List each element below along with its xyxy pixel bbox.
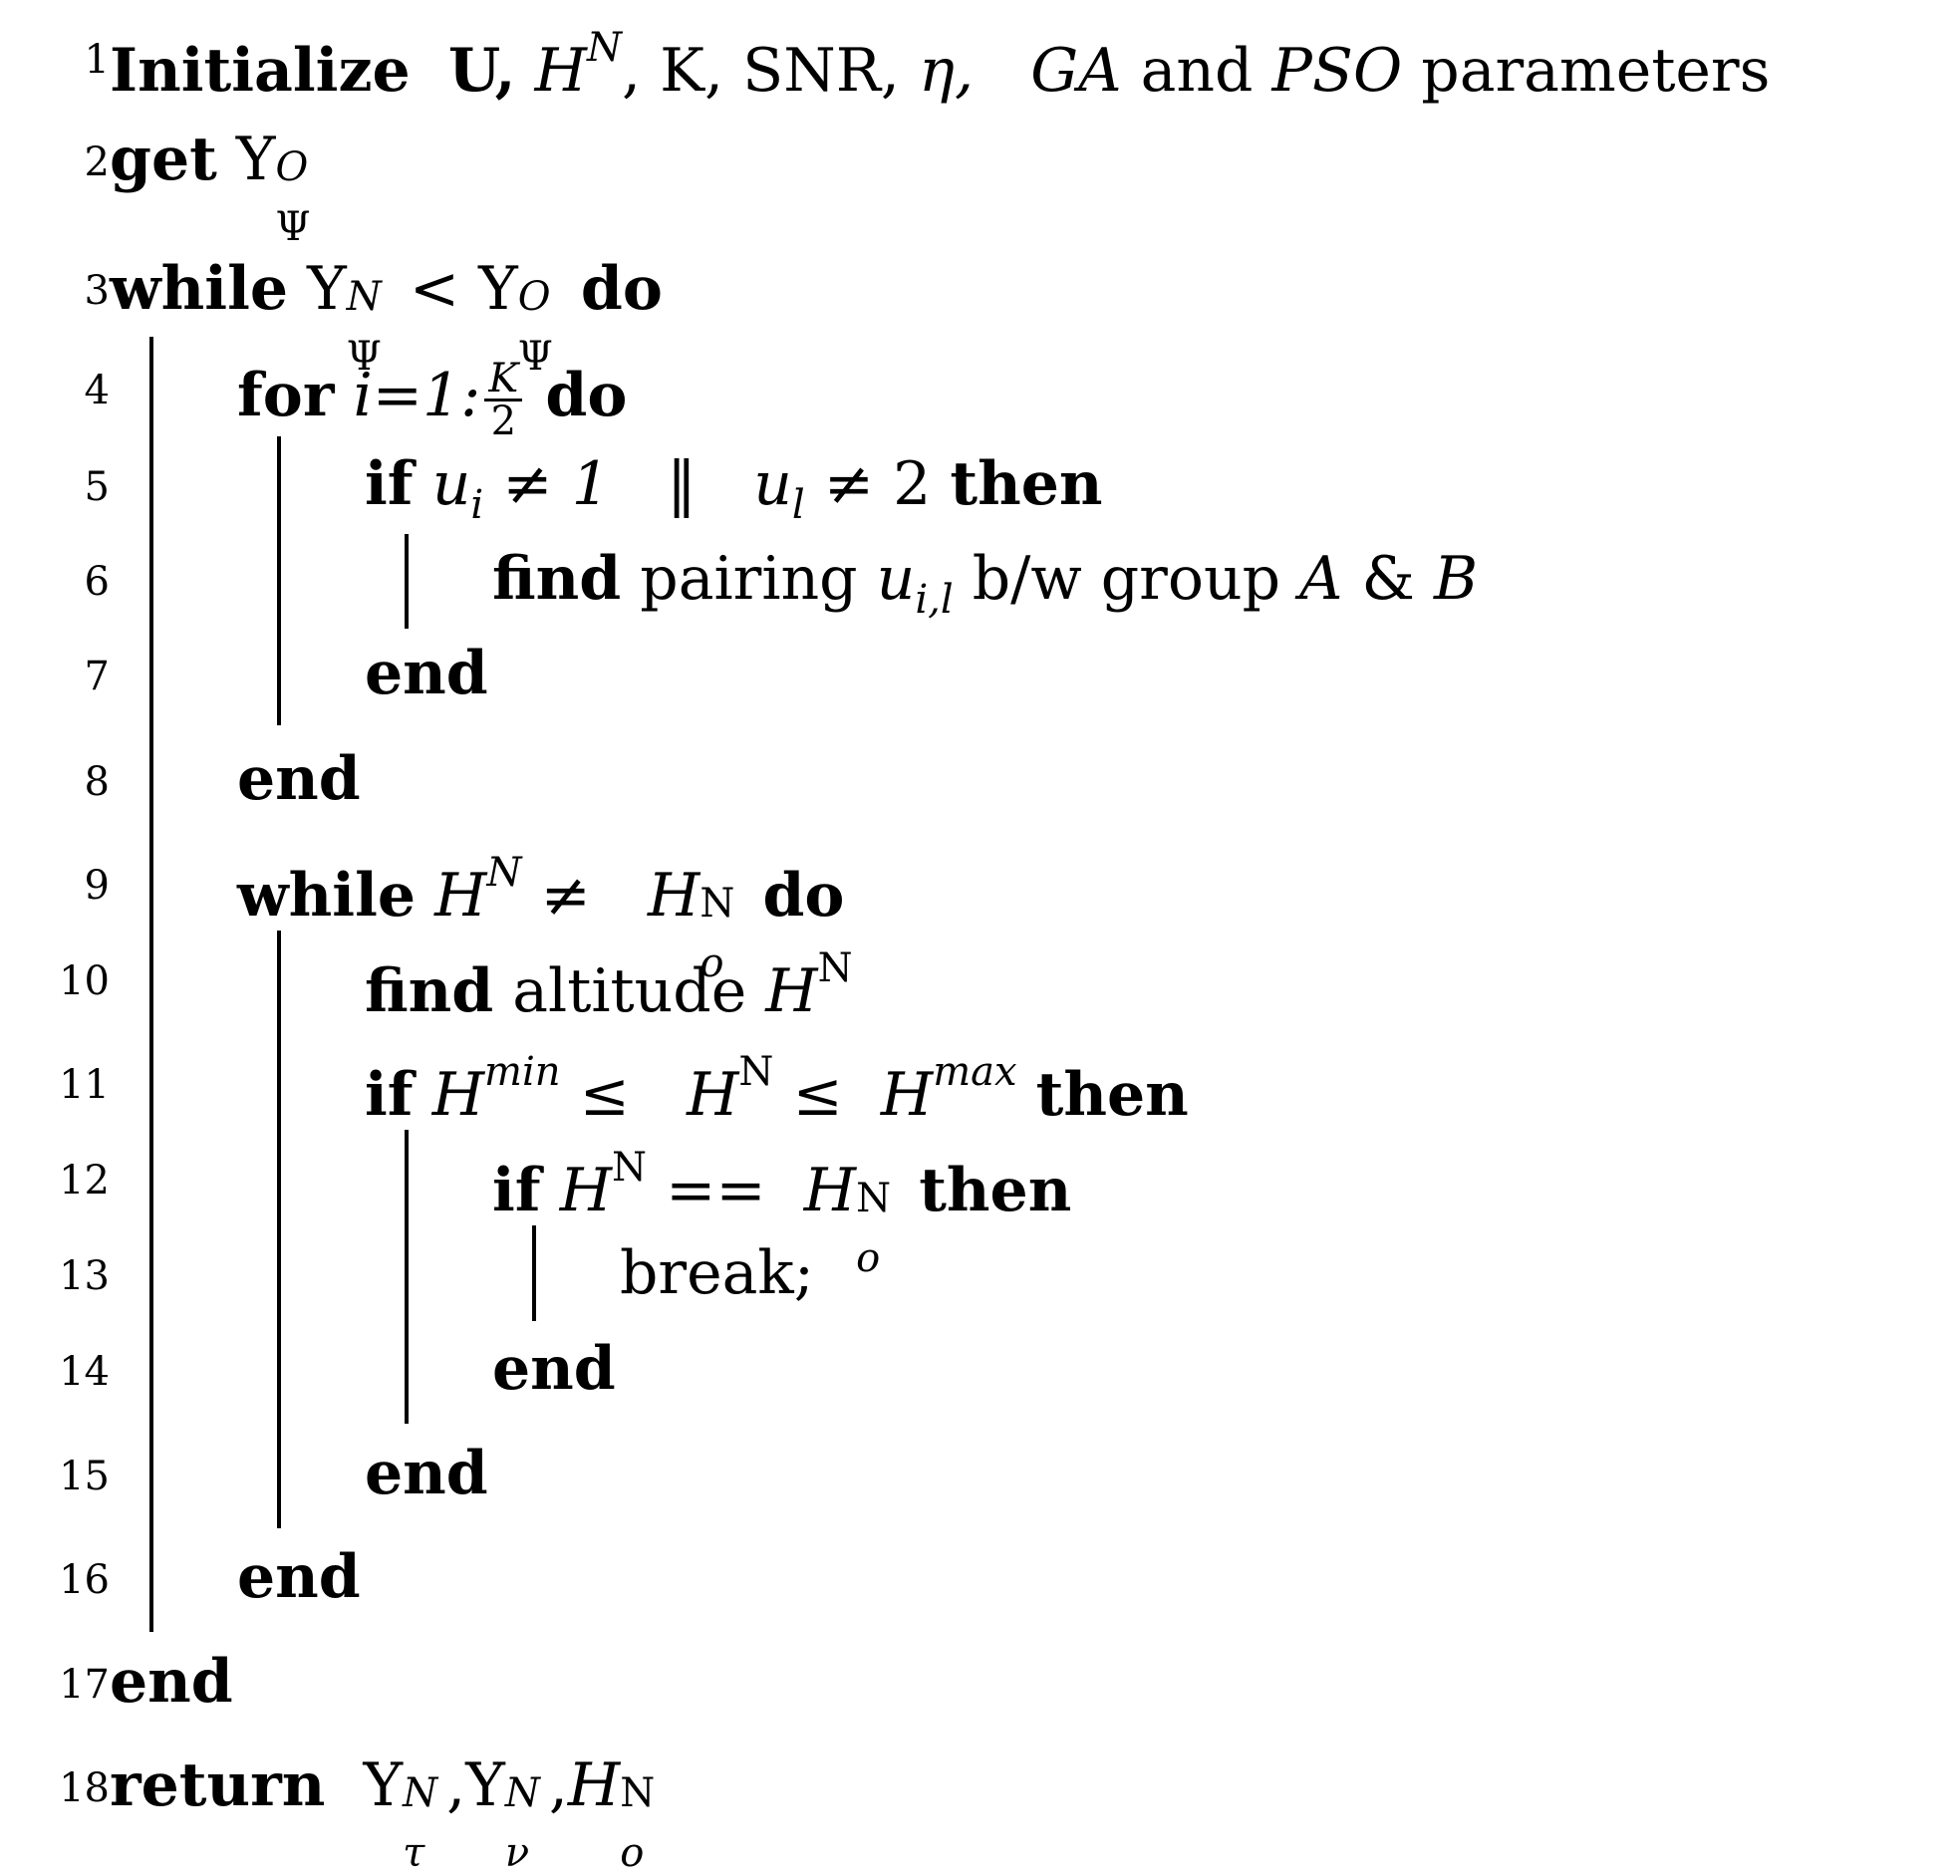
algorithm-line: if ui ≠ 1 ‖ ul ≠ 2 then [365, 449, 1103, 528]
block-indent-bar [277, 436, 281, 725]
algorithm-line: end [110, 1647, 233, 1717]
algorithm-line: if Hmin ≤ HN ≤ Hmax then [365, 1049, 1189, 1130]
line-number: 15 [59, 1454, 110, 1499]
block-indent-bar [405, 534, 409, 629]
algorithm-line: end [237, 744, 361, 814]
algorithm-line: find altitude HN [365, 945, 853, 1026]
line-number: 9 [84, 863, 110, 909]
line-number: 3 [84, 268, 110, 314]
algorithm-line: Initialize U, HN, K, SNR, η, GA and PSO … [110, 25, 1771, 106]
algorithm-line: end [365, 639, 488, 708]
algorithm-line: find pairing ui,l b/w group A & B [492, 544, 1479, 623]
block-indent-bar [405, 1130, 409, 1424]
algorithm-line: end [365, 1439, 488, 1508]
line-number: 2 [84, 139, 110, 185]
line-number: 10 [59, 958, 110, 1004]
line-number: 5 [84, 464, 110, 510]
line-number: 16 [59, 1557, 110, 1603]
block-indent-bar [532, 1225, 536, 1321]
block-indent-bar [277, 931, 281, 1528]
line-number: 6 [84, 559, 110, 605]
algorithm-line: break; [620, 1238, 814, 1308]
line-number: 17 [59, 1662, 110, 1708]
algorithm-line: end [492, 1334, 616, 1404]
line-number: 8 [84, 759, 110, 805]
line-number: 4 [84, 368, 110, 413]
line-number: 14 [59, 1349, 110, 1395]
line-number: 7 [84, 654, 110, 699]
algorithm-line: end [237, 1542, 361, 1612]
line-number: 18 [59, 1765, 110, 1811]
algorithm-block: 1 2 3 4 5 6 7 8 9 10 11 12 13 14 15 16 1… [59, 25, 1771, 1876]
line-number: 12 [59, 1158, 110, 1204]
line-number: 11 [59, 1062, 110, 1108]
line-number: 13 [59, 1253, 110, 1299]
block-indent-bar [149, 337, 153, 1632]
line-number: 1 [84, 37, 110, 83]
